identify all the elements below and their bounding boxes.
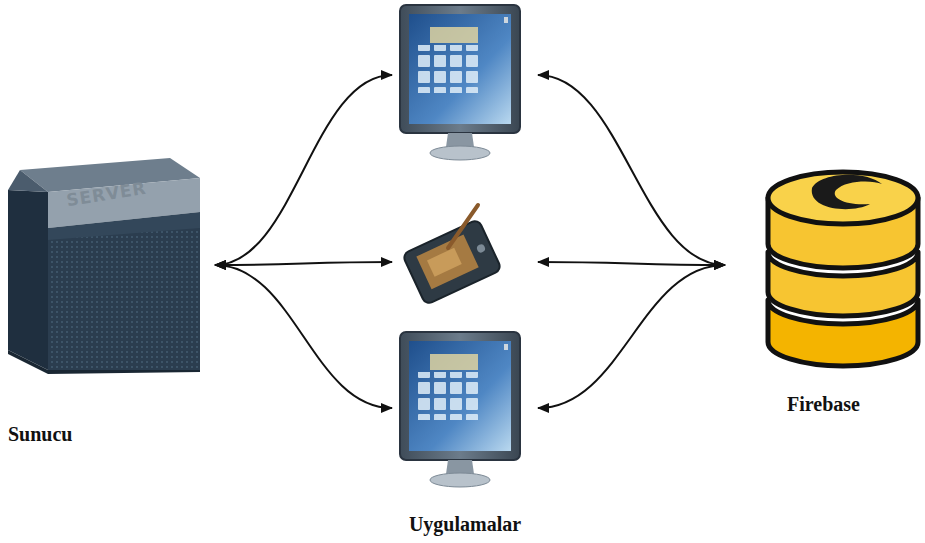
connector-curve [538,262,725,265]
node-label: Uygulamalar [409,513,521,536]
device-group: Uygulamalar [392,0,538,540]
connector-curve [538,265,725,408]
node-label: Sunucu [8,423,73,446]
database-node: Firebase [725,155,925,420]
connector-curve [215,75,392,265]
connector [215,75,392,408]
connector-curve [215,265,392,408]
connector-curve [538,75,725,265]
connector-curve [215,262,392,265]
node-label: Firebase [787,393,860,416]
connector [538,75,725,408]
